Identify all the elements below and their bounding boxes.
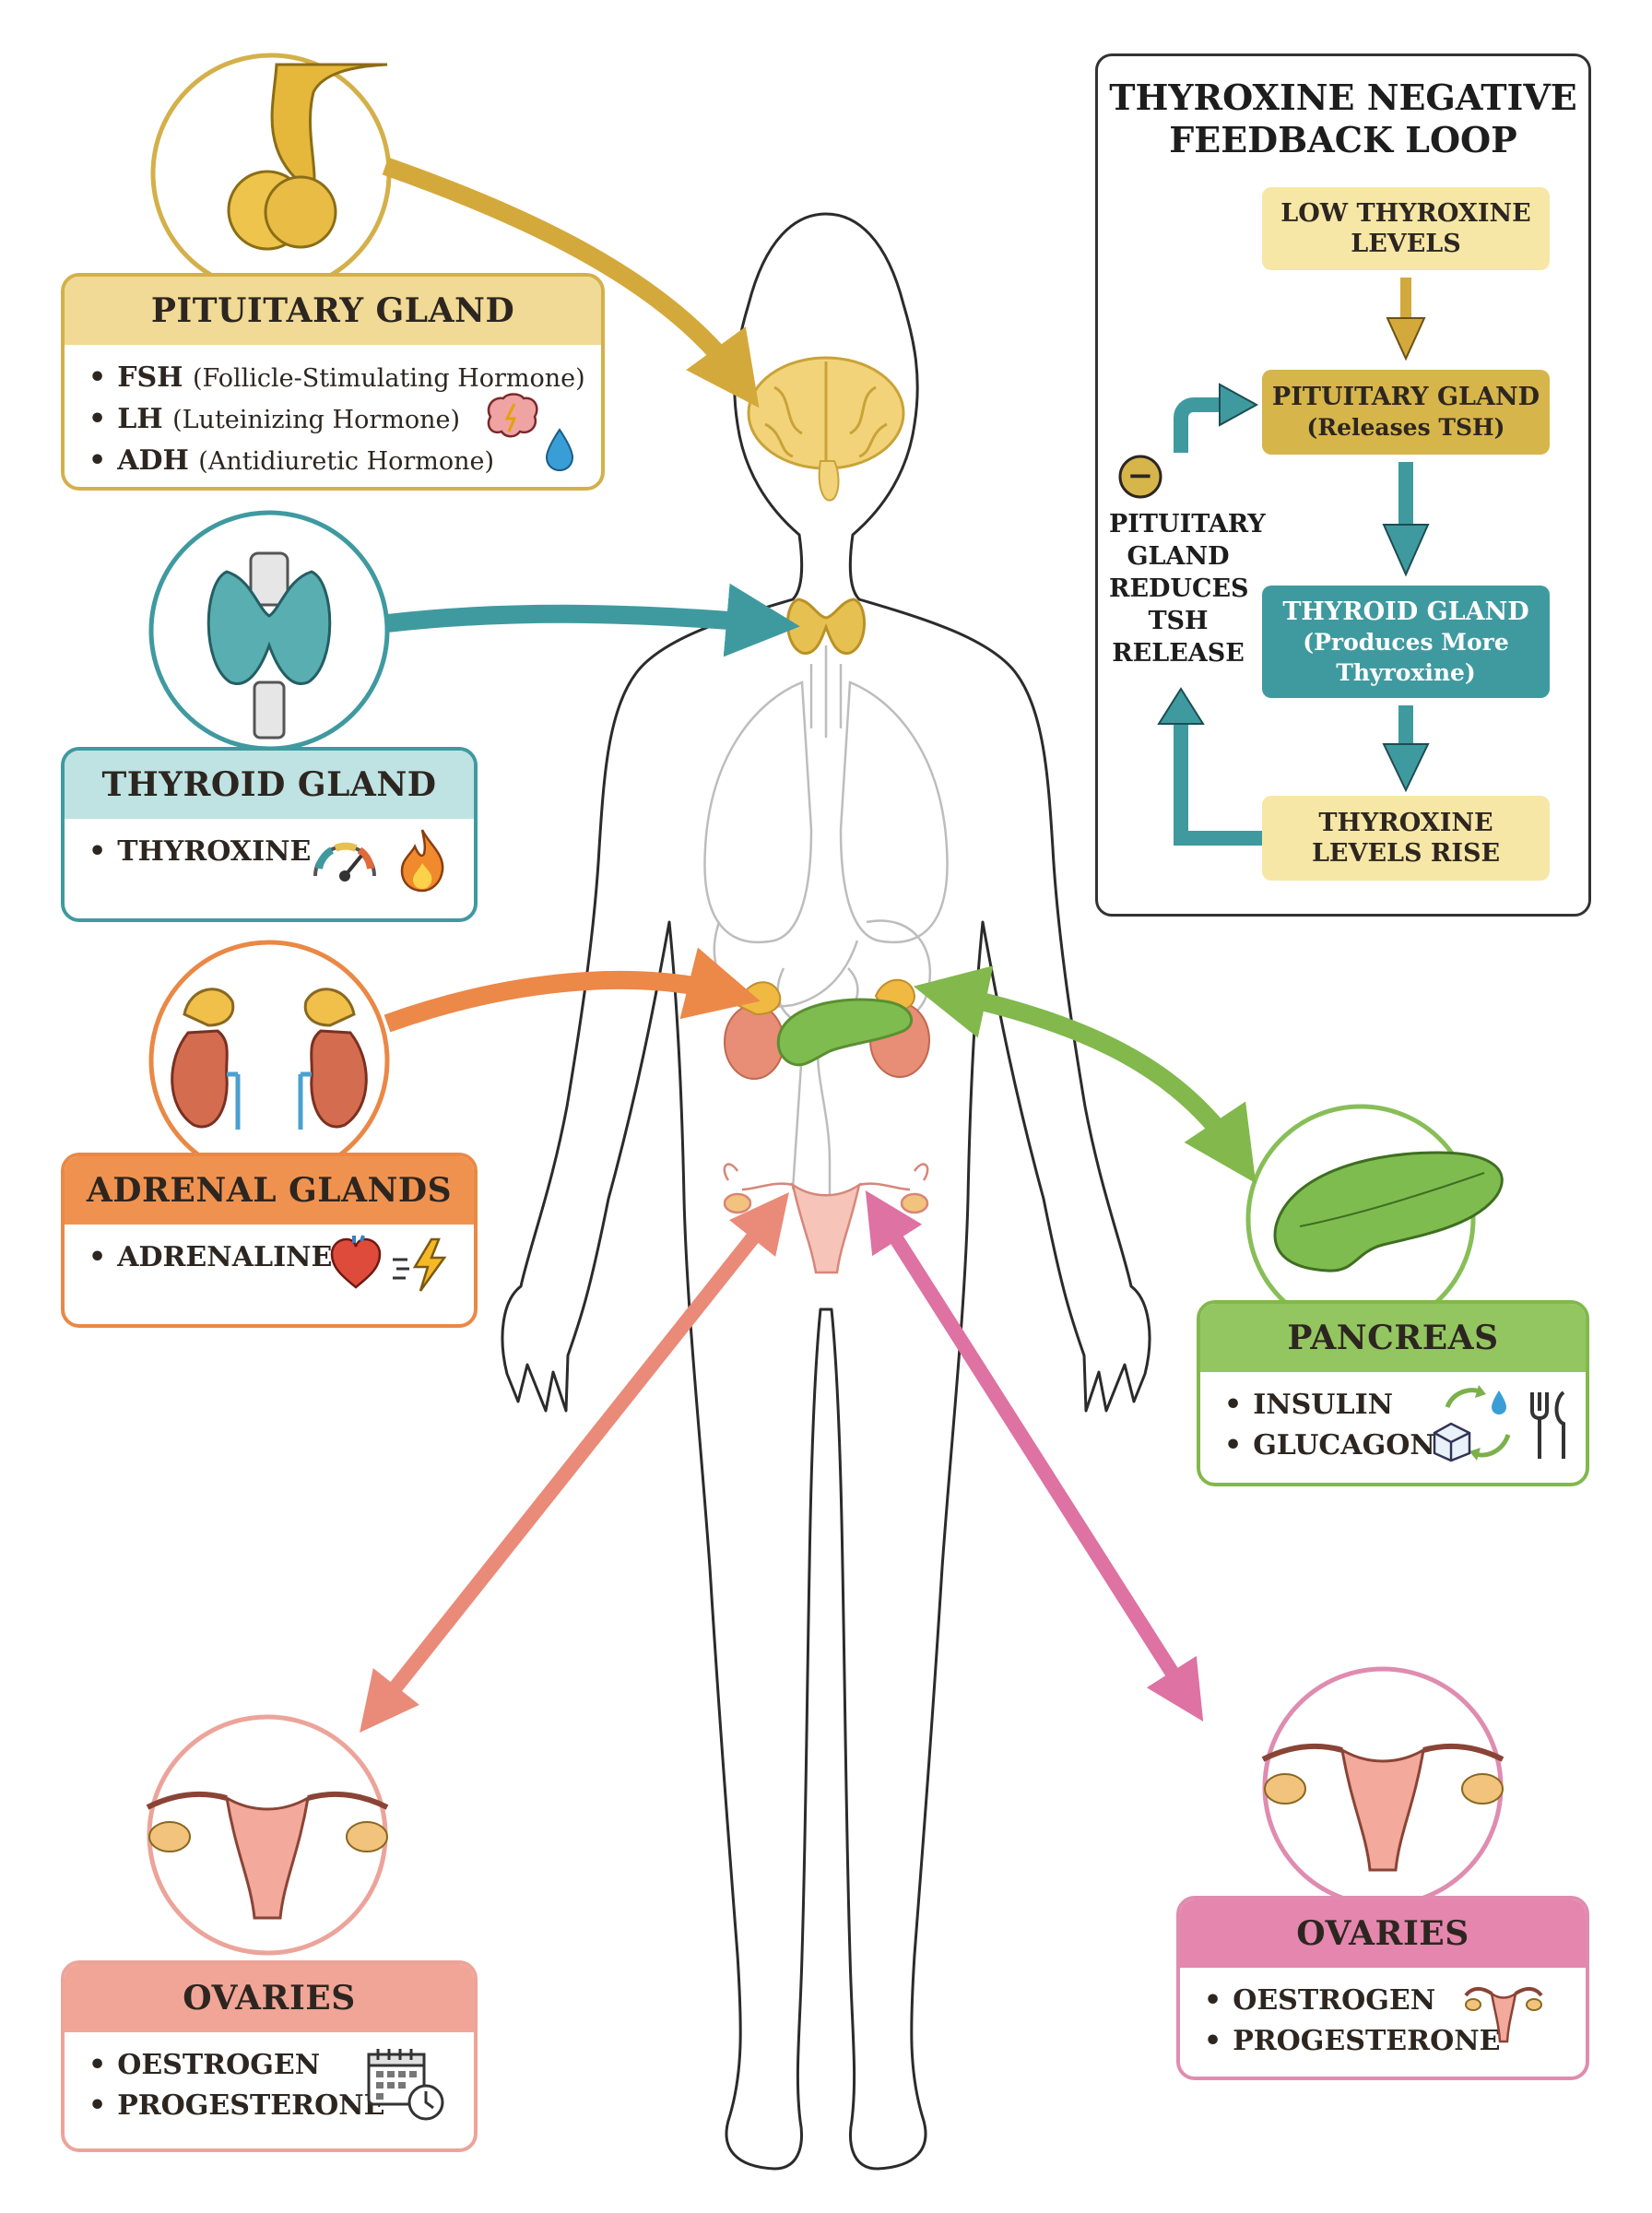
down-arrow-2 <box>1382 462 1430 577</box>
clock-icon <box>407 2084 444 2121</box>
feedback-arrows <box>1118 278 1430 846</box>
return-arrow-up <box>1157 687 1262 846</box>
ovaries-left-hormone-list: OESTROGEN PROGESTERONE <box>65 2032 474 2126</box>
thyroid-arrow <box>385 583 800 657</box>
thyroid-label-box: THYROID GLAND THYROXINE <box>61 747 478 922</box>
ovaries-left-arrow <box>360 1191 789 1734</box>
thyroid-title: THYROID GLAND <box>65 751 474 819</box>
step-pituitary-releases-tsh: PITUITARY GLAND (Releases TSH) <box>1262 370 1550 455</box>
water-drop-icon <box>545 428 574 472</box>
hormone-item: OESTROGEN <box>1204 1981 1586 2021</box>
pancreas-organ <box>776 998 914 1067</box>
flame-icon <box>400 829 444 893</box>
hormone-item: PROGESTERONE <box>88 2086 474 2126</box>
pancreas-illustration <box>1273 1151 1504 1272</box>
ovaries-right-title: OVARIES <box>1180 1899 1586 1968</box>
brain-organ <box>747 356 905 502</box>
pituitary-hormone-list: FSH (Follicle-Stimulating Hormone) LH (L… <box>65 345 601 482</box>
sugar-cube-icon <box>1433 1422 1471 1462</box>
pancreas-label-box: PANCREAS INSULIN GLUCAGON <box>1197 1300 1589 1486</box>
hormone-item: PROGESTERONE <box>1204 2021 1586 2062</box>
human-body-outline <box>501 212 1151 2171</box>
adrenal-hormone-list: ADRENALINE <box>65 1225 474 1278</box>
thyroid-hormone-list: THYROXINE <box>65 819 474 872</box>
hormone-item: INSULIN <box>1224 1385 1586 1426</box>
hormone-item: OESTROGEN <box>88 2045 474 2086</box>
kidneys-illustration <box>171 988 368 1130</box>
pancreas-hormone-list: INSULIN GLUCAGON <box>1200 1372 1586 1466</box>
gauge-icon <box>313 842 376 882</box>
recycle-icon <box>1445 1385 1511 1461</box>
step-thyroid-produces-thyroxine: THYROID GLAND (Produces More Thyroxine) <box>1262 586 1550 698</box>
ovaries-left-title: OVARIES <box>65 1964 474 2032</box>
pituitary-label-box: PITUITARY GLAND FSH (Follicle-Stimulatin… <box>61 273 605 491</box>
adrenal-title: ADRENAL GLANDS <box>65 1156 474 1225</box>
step-low-thyroxine: LOW THYROXINE LEVELS <box>1262 187 1550 270</box>
hormone-item: THYROXINE <box>88 832 474 872</box>
hormone-item: GLUCAGON <box>1224 1426 1586 1466</box>
heart-icon <box>330 1235 382 1289</box>
hormone-item: ADH (Antidiuretic Hormone) <box>88 441 601 482</box>
uterus-illustration-right <box>1261 1743 1504 1872</box>
feedback-loop-panel: THYROXINE NEGATIVE FEEDBACK LOOP LOW THY… <box>1095 53 1591 917</box>
uterus-illustration-left <box>146 1791 389 1920</box>
pituitary-reduces-tsh-label: PITUITARY GLAND REDUCES TSH RELEASE <box>1109 510 1266 668</box>
hormone-item: FSH (Follicle-Stimulating Hormone) <box>88 358 601 399</box>
ovaries-right-arrow <box>865 1189 1204 1722</box>
fork-knife-icon <box>1530 1391 1565 1459</box>
return-arrow-right <box>1174 383 1259 453</box>
pituitary-title: PITUITARY GLAND <box>65 277 601 345</box>
feedback-loop-title: THYROXINE NEGATIVE FEEDBACK LOOP <box>1109 77 1577 160</box>
pituitary-arrow <box>382 157 760 408</box>
ovaries-right-hormone-list: OESTROGEN PROGESTERONE <box>1180 1968 1586 2062</box>
adrenal-label-box: ADRENAL GLANDS ADRENALINE <box>61 1153 478 1328</box>
uterus-icon <box>1464 1987 1543 2043</box>
step-thyroxine-levels-rise: THYROXINE LEVELS RISE <box>1262 796 1550 881</box>
hormone-item: ADRENALINE <box>88 1237 474 1278</box>
brain-icon <box>487 393 538 438</box>
negative-symbol-text: − <box>1127 457 1154 494</box>
thyroid-organ <box>786 598 866 655</box>
down-arrow-3 <box>1382 705 1430 793</box>
down-arrow-1 <box>1386 278 1426 361</box>
adrenal-arrow <box>384 947 761 1033</box>
pancreas-title: PANCREAS <box>1200 1304 1586 1372</box>
calendar-icon <box>367 2049 426 2106</box>
hormone-item: LH (Luteinizing Hormone) <box>88 399 601 441</box>
pancreas-arrow <box>913 965 1257 1184</box>
thyroid-illustration <box>206 551 332 740</box>
ovaries-left-label-box: OVARIES OESTROGEN PROGESTERONE <box>61 1960 478 2152</box>
lightning-icon <box>393 1237 447 1292</box>
ovaries-right-label-box: OVARIES OESTROGEN PROGESTERONE <box>1176 1896 1589 2080</box>
negative-symbol <box>1118 455 1162 499</box>
pituitary-illustration <box>227 63 388 251</box>
